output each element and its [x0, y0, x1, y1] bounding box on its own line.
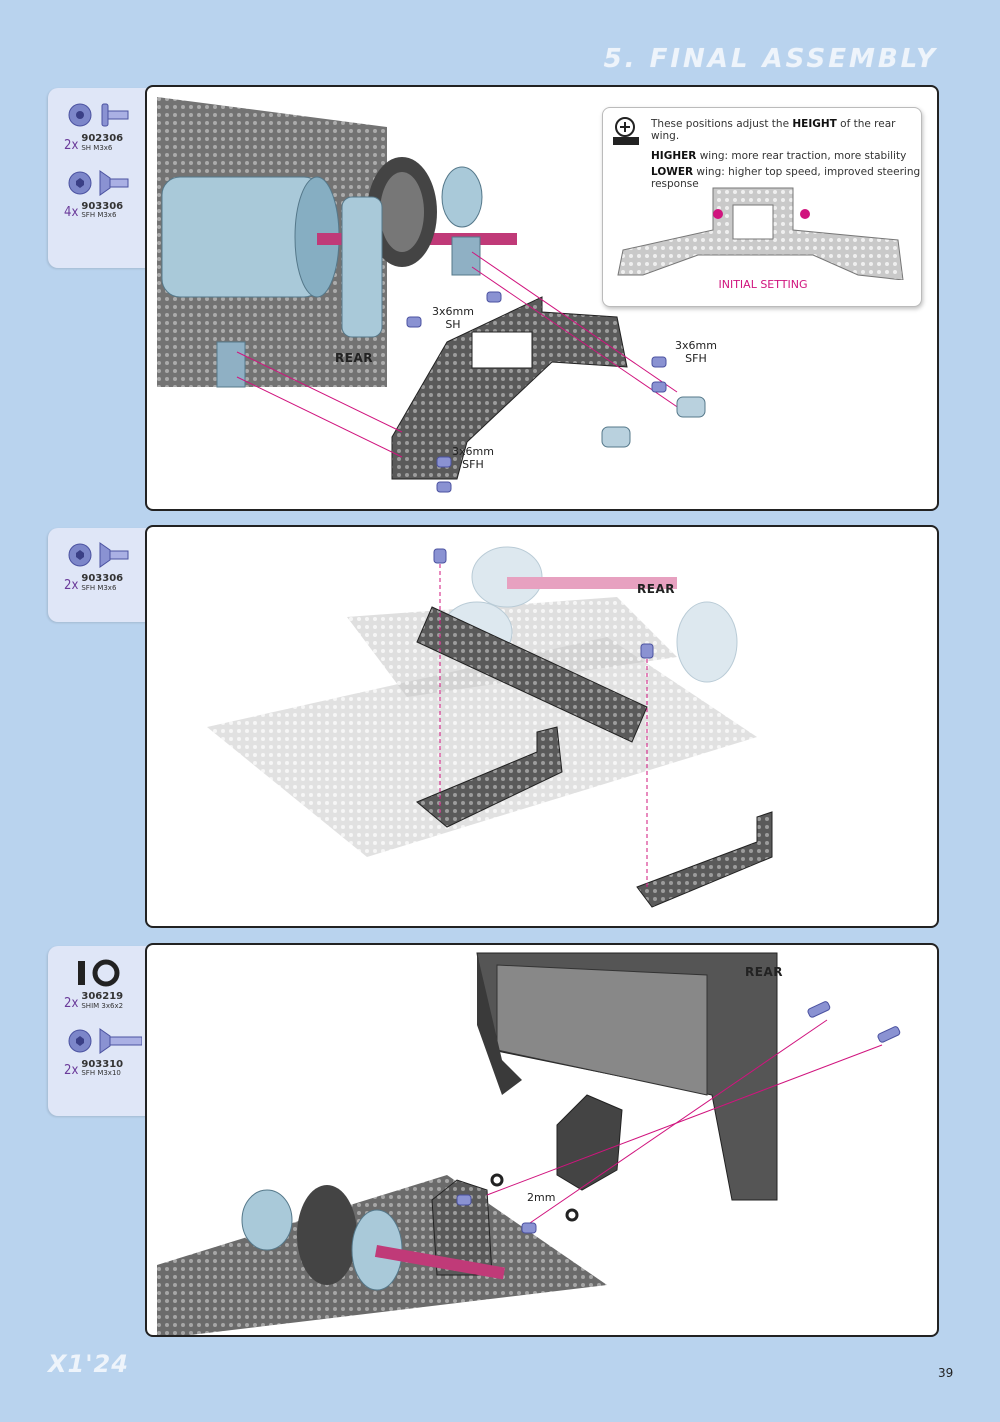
part-qty: 2x: [64, 1063, 79, 1078]
step3-panel: REAR 2mm: [145, 943, 939, 1337]
shim-size-label: 2mm: [527, 1191, 556, 1204]
initial-setting-label: INITIAL SETTING: [718, 278, 808, 291]
part-desc: SH M3x6: [81, 143, 113, 152]
detail-higher: HIGHER wing: more rear traction, more st…: [651, 150, 907, 162]
cap-screw-icon: [68, 103, 129, 127]
part-code: 903310: [81, 1058, 124, 1070]
rear-label: REAR: [637, 582, 675, 596]
step2-panel: REAR: [145, 525, 939, 928]
page-number: 39: [938, 1366, 954, 1380]
part-qty: 2x: [64, 995, 79, 1011]
part-code: 306219: [81, 991, 124, 1002]
rear-label: REAR: [335, 351, 373, 365]
part-desc: SHIM 3x6x2: [81, 1001, 124, 1010]
part-desc: SFH M3x6: [81, 211, 117, 219]
wing-mount-diagram: [617, 187, 904, 280]
step3-illustration: [157, 952, 901, 1335]
part-qty: 2x: [64, 137, 79, 153]
shim-icon: [78, 959, 120, 987]
detail-magnifier-icon: [613, 117, 639, 145]
detail-intro: These positions adjust the HEIGHT of the…: [651, 118, 896, 142]
part-desc: SFH M3x10: [81, 1069, 121, 1077]
part-desc: SFH M3x6: [81, 583, 117, 592]
part-qty: 4x: [64, 205, 79, 220]
part-code: 903306: [81, 573, 124, 584]
detail-lower: LOWER wing: higher top speed, improved s…: [651, 166, 921, 190]
flat-head-screw-icon: [68, 1027, 142, 1054]
rear-label: REAR: [745, 965, 783, 979]
section-title: 5. FINAL ASSEMBLY: [603, 44, 938, 74]
part-qty: 2x: [64, 577, 79, 593]
part-code: 902306: [81, 133, 124, 144]
flat-head-screw-icon: [68, 542, 129, 568]
part-code: 903306: [81, 200, 124, 212]
footer-logo: X1'24: [48, 1350, 129, 1378]
flat-head-screw-icon: [68, 169, 129, 196]
step1-illustration: [157, 97, 706, 493]
detail-box: These positions adjust the HEIGHT of the…: [602, 107, 922, 307]
step2-illustration: [207, 546, 773, 908]
